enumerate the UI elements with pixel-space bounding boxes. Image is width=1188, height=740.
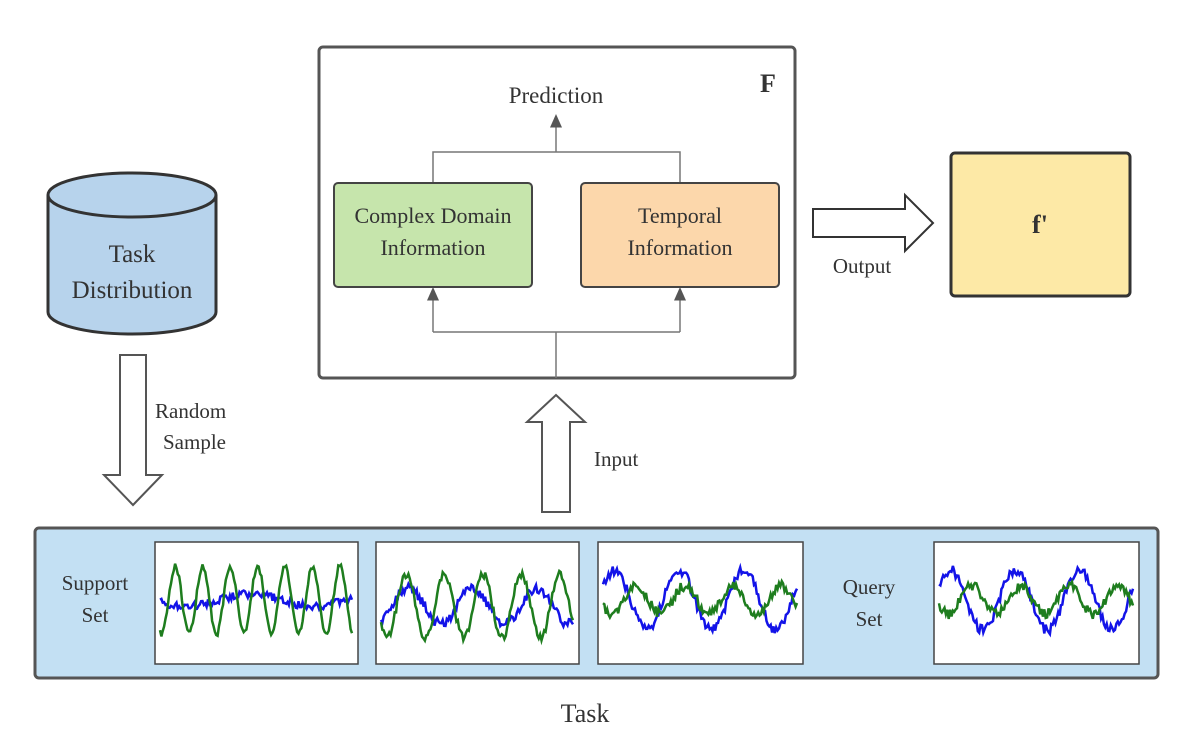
output-arrow: Output xyxy=(812,192,935,278)
merge-connector xyxy=(432,114,681,183)
complex-domain-box: Complex Domain Information xyxy=(333,182,533,288)
support-set-label-line2: Set xyxy=(82,603,109,627)
input-arrow: Input xyxy=(524,393,638,513)
input-label: Input xyxy=(594,447,638,471)
temporal-label-line2: Information xyxy=(627,235,732,260)
random-sample-label-line2: Sample xyxy=(163,430,226,454)
series-panel-1 xyxy=(154,541,359,665)
random-sample-label-line1: Random xyxy=(155,399,226,423)
output-box: f' xyxy=(949,151,1132,298)
support-set-label-line1: Support xyxy=(62,571,129,595)
complex-domain-label-line1: Complex Domain xyxy=(354,203,511,228)
series-panel-3-green-line xyxy=(602,577,799,621)
task-distribution-cylinder: Task Distribution xyxy=(46,171,218,336)
split-connector xyxy=(427,287,686,378)
temporal-box: Temporal Information xyxy=(580,182,780,288)
task-label: Task xyxy=(561,699,610,728)
output-label: Output xyxy=(833,254,892,278)
query-set-label-line2: Set xyxy=(856,607,883,631)
prediction-label: Prediction xyxy=(509,83,604,108)
task-distribution-label-line2: Distribution xyxy=(72,277,193,304)
complex-domain-label-line2: Information xyxy=(380,235,485,260)
series-panel-1-green-line xyxy=(158,562,354,638)
series-panel-4-blue-line xyxy=(938,564,1135,638)
output-box-label: f' xyxy=(1032,210,1048,239)
series-panel-4-green-line xyxy=(937,578,1135,620)
series-panel-2-green-line xyxy=(379,567,575,646)
task-distribution-label-line1: Task xyxy=(109,241,156,268)
series-panel-4 xyxy=(933,541,1140,665)
series-panel-2 xyxy=(375,541,580,665)
series-panel-3 xyxy=(597,541,804,665)
query-set-label-line1: Query xyxy=(843,575,896,599)
model-label: F xyxy=(760,69,776,98)
temporal-label-line1: Temporal xyxy=(638,203,722,228)
random-sample-arrow: Random Sample xyxy=(101,354,226,507)
model-box: F Prediction Complex Domain Information … xyxy=(317,45,797,380)
task-band: Support Set Query Set xyxy=(33,526,1160,680)
